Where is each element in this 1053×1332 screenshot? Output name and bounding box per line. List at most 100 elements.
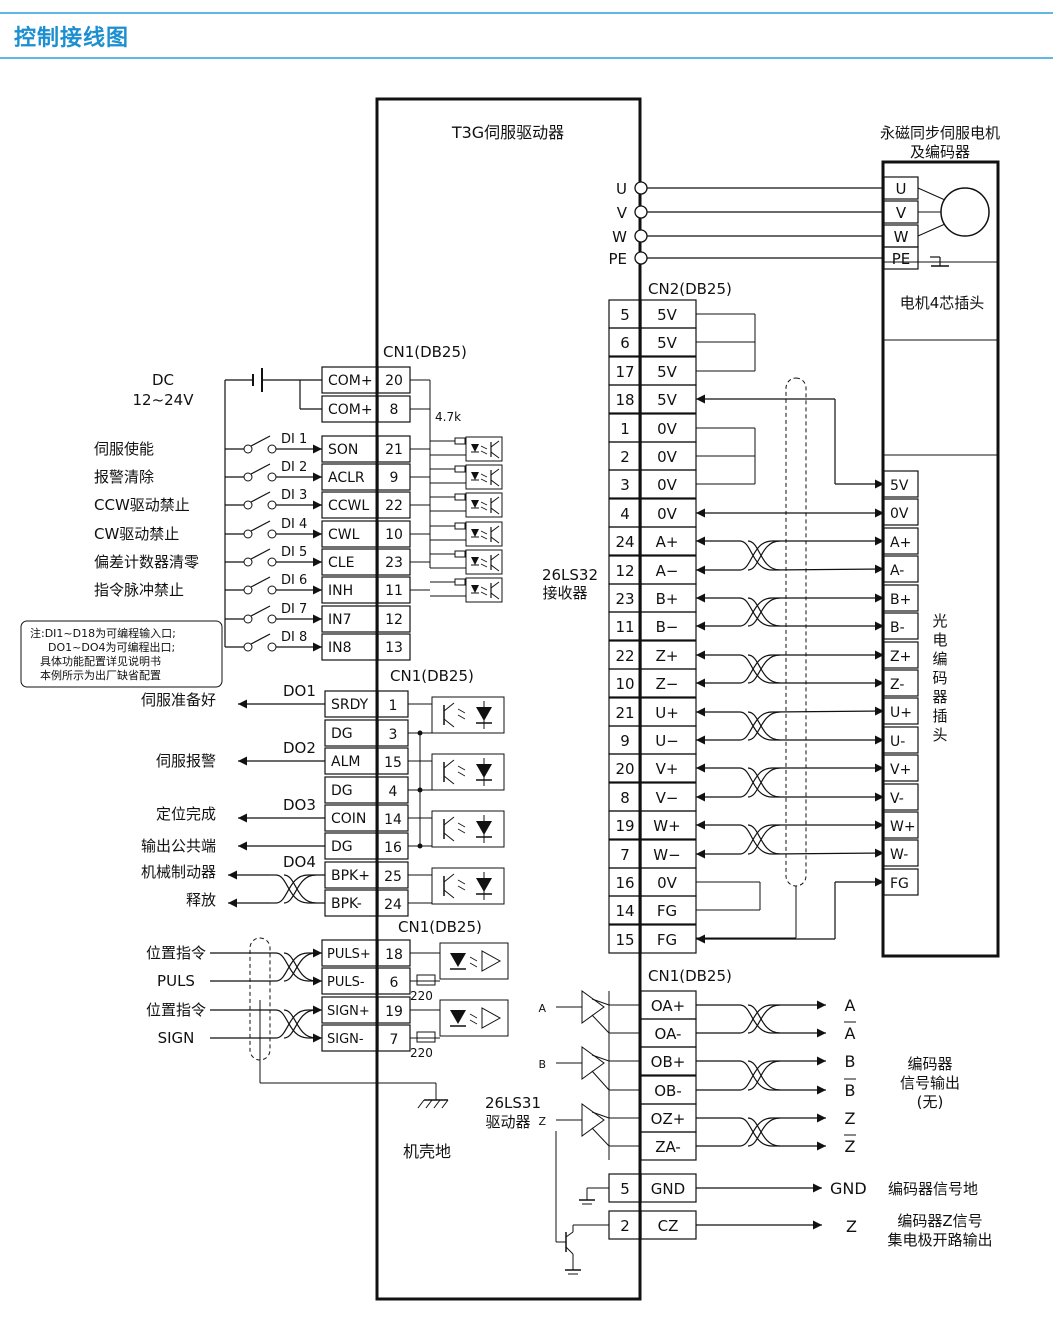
power-terminal-label: PE bbox=[608, 250, 627, 268]
junction-dot bbox=[417, 843, 423, 849]
encoder-out-signal: B bbox=[845, 1052, 856, 1071]
encoder-plug-char: 器 bbox=[932, 688, 947, 706]
encoder-out-label: OA+ bbox=[651, 997, 685, 1015]
note-box bbox=[20, 620, 223, 688]
encoder-out-signal: Z bbox=[845, 1109, 856, 1128]
switch-contact bbox=[267, 444, 277, 454]
encoder-plug-pin-label: A+ bbox=[890, 535, 911, 551]
switch-contact bbox=[267, 500, 277, 510]
encoder-plug-pin-label: W+ bbox=[890, 819, 916, 835]
encoder-plug-pin-label: FG bbox=[890, 876, 909, 892]
cn1-pin-number: 21 bbox=[385, 442, 403, 458]
cn2-signal-name: 0V bbox=[657, 476, 678, 494]
cn2-label: CN2(DB25) bbox=[648, 280, 732, 298]
cn1-signal-name: CWL bbox=[328, 527, 360, 543]
cn2-signal-name: 5V bbox=[657, 306, 678, 324]
cn1-pin-number: 23 bbox=[385, 555, 403, 571]
encoder-plug-char: 电 bbox=[932, 631, 947, 649]
di-label: DI 4 bbox=[281, 517, 307, 532]
pulse-pin-number: 18 bbox=[385, 947, 403, 963]
cn1-out-pin-number: 16 bbox=[384, 840, 402, 856]
cn1-out-pin-number: 15 bbox=[384, 755, 402, 771]
cn1-out-signal-name: COIN bbox=[331, 811, 366, 827]
cn1-out-pin-number: 1 bbox=[389, 698, 398, 714]
cn2-signal-name: A+ bbox=[656, 533, 679, 551]
gnd-signal-label: GND bbox=[830, 1179, 867, 1198]
cn2-pin-number: 15 bbox=[615, 931, 634, 949]
encoder-plug-pin-label: Z- bbox=[890, 677, 904, 693]
encoder-out-label: OB- bbox=[654, 1082, 682, 1100]
cn1-out-signal-name: DG bbox=[331, 726, 353, 742]
cn2-pin-number: 1 bbox=[620, 420, 630, 438]
pulse-function-label: 位置指令 bbox=[146, 944, 206, 962]
switch-contact bbox=[267, 642, 277, 652]
motor-pin-label: W bbox=[894, 228, 909, 246]
pulse-signal-name: SIGN+ bbox=[327, 1004, 370, 1019]
switch-contact bbox=[267, 557, 277, 567]
cn2-signal-name: W+ bbox=[653, 817, 680, 835]
input-function-label: 偏差计数器清零 bbox=[94, 553, 199, 571]
output-function-label: 伺服报警 bbox=[156, 752, 216, 770]
pulse-pin-number: 19 bbox=[385, 1004, 403, 1020]
page-title: 控制接线图 bbox=[14, 25, 130, 51]
cn1-signal-name: INH bbox=[328, 583, 353, 599]
cn2-pin-number: 11 bbox=[615, 618, 634, 636]
pulse-pin-number: 6 bbox=[390, 975, 399, 991]
output-function-label: 机械制动器 bbox=[141, 863, 216, 881]
note-line-1: 注:DI1~D18为可编程输入口; bbox=[30, 626, 176, 640]
cn2-signal-name: A− bbox=[656, 562, 679, 580]
di-label: DI 8 bbox=[281, 630, 307, 645]
resistor-4.7k bbox=[454, 578, 466, 586]
cn2-signal-name: 0V bbox=[657, 874, 678, 892]
cn1-signal-name: IN7 bbox=[328, 612, 352, 628]
cn2-pin-number: 8 bbox=[620, 789, 630, 807]
encoder-out-signal: Z bbox=[845, 1137, 856, 1156]
pulse-function-label: SIGN bbox=[158, 1029, 195, 1047]
encoder-plug-pin-label: V- bbox=[890, 791, 904, 807]
cn1-pin-number: 20 bbox=[385, 373, 403, 389]
cn2-pin-number: 14 bbox=[615, 902, 634, 920]
input-function-label: 报警清除 bbox=[94, 468, 154, 486]
cn2-signal-name: U− bbox=[655, 732, 679, 750]
cn1-pin-number: 22 bbox=[385, 498, 403, 514]
note-line-3: 具体功能配置详见说明书 bbox=[40, 654, 161, 668]
switch-contact bbox=[267, 529, 277, 539]
driver-title: T3G伺服驱动器 bbox=[451, 123, 564, 142]
encoder-out-label: ZA- bbox=[655, 1138, 681, 1156]
input-function-label: 指令脉冲禁止 bbox=[94, 581, 184, 599]
cn1-label-pulse: CN1(DB25) bbox=[398, 918, 482, 936]
chassis-ground-label: 机壳地 bbox=[403, 1142, 451, 1161]
pulse-pin-number: 7 bbox=[390, 1032, 399, 1048]
cn2-signal-name: 5V bbox=[657, 334, 678, 352]
pulse-signal-name: PULS+ bbox=[327, 947, 371, 962]
header-top-line bbox=[0, 12, 1053, 14]
note-line-2: DO1~DO4为可编程出口; bbox=[48, 640, 175, 654]
cn2-pin-number: 22 bbox=[615, 647, 634, 665]
resistor-220-label: 220 bbox=[410, 1046, 433, 1060]
cn2-pin-number: 20 bbox=[615, 760, 634, 778]
pulse-signal-name: PULS- bbox=[327, 975, 365, 990]
encoder-plug-pin-label: A- bbox=[890, 563, 904, 579]
switch-contact bbox=[243, 472, 253, 482]
resistor-4.7k bbox=[454, 550, 466, 558]
terminal-circle bbox=[634, 205, 648, 219]
di-label: DI 6 bbox=[281, 573, 307, 588]
receiver-label-line1: 26LS32 bbox=[542, 566, 598, 584]
cn1-signal-name: CCWL bbox=[328, 498, 369, 514]
encoder-out-signal: A bbox=[845, 1024, 856, 1043]
cn1-signal-name: ACLR bbox=[328, 470, 365, 486]
terminal-circle bbox=[634, 229, 648, 243]
cn1-pin-number: 11 bbox=[385, 583, 403, 599]
motor-pin-label: PE bbox=[892, 250, 911, 268]
encoder-plug-pin-label: 5V bbox=[890, 478, 909, 494]
cn2-pin-number: 16 bbox=[615, 874, 634, 892]
gnd-pin-number: 5 bbox=[620, 1180, 630, 1198]
input-function-label: 伺服使能 bbox=[94, 440, 154, 458]
cz-desc-1: 编码器Z信号 bbox=[897, 1212, 982, 1230]
cn1-label-encoder: CN1(DB25) bbox=[648, 967, 732, 985]
cn2-pin-number: 4 bbox=[620, 505, 630, 523]
cn1-pin-number: 13 bbox=[385, 640, 403, 656]
cn1-out-signal-name: DG bbox=[331, 839, 353, 855]
